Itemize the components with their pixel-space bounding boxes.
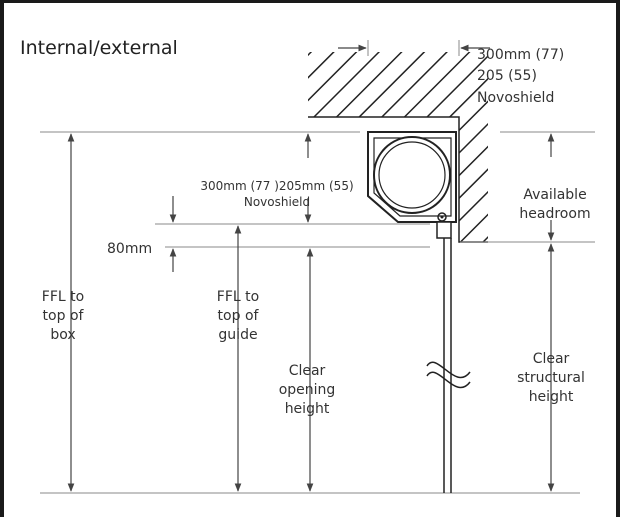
svg-text:opening: opening <box>279 382 336 398</box>
label-clear-opening: Clear opening height <box>279 363 336 417</box>
svg-text:Novoshield: Novoshield <box>477 90 554 106</box>
svg-text:top of: top of <box>218 308 260 324</box>
label-ffl-box: FFL to top of box <box>42 289 85 343</box>
svg-text:Clear: Clear <box>289 363 326 379</box>
roller-box <box>367 131 457 223</box>
svg-text:headroom: headroom <box>519 206 590 222</box>
svg-text:height: height <box>529 389 574 405</box>
label-top-right: 300mm (77) 205 (55) Novoshield <box>477 47 564 106</box>
svg-text:structural: structural <box>517 370 585 386</box>
dimension-arrows <box>67 44 555 492</box>
svg-text:box: box <box>50 327 75 343</box>
reference-lines <box>40 40 595 494</box>
label-box-size: 300mm (77 )205mm (55) Novoshield <box>200 179 353 209</box>
diagram-title: Internal/external <box>20 37 178 59</box>
svg-text:height: height <box>285 401 330 417</box>
svg-text:FFL to: FFL to <box>42 289 84 305</box>
svg-text:Clear: Clear <box>533 351 570 367</box>
svg-text:300mm (77): 300mm (77) <box>477 47 564 63</box>
svg-text:top of: top of <box>43 308 85 324</box>
label-gap: 80mm <box>107 241 152 257</box>
svg-text:Available: Available <box>523 187 586 203</box>
svg-text:Novoshield: Novoshield <box>244 195 310 209</box>
svg-text:FFL to: FFL to <box>217 289 259 305</box>
label-clear-structural: Clear structural height <box>517 351 585 405</box>
label-headroom: Available headroom <box>519 187 590 222</box>
label-ffl-guide: FFL to top of guide <box>217 289 260 343</box>
svg-text:300mm (77 )205mm (55): 300mm (77 )205mm (55) <box>200 179 353 193</box>
svg-text:205 (55): 205 (55) <box>477 68 537 84</box>
guide-rail <box>426 221 471 493</box>
svg-text:guide: guide <box>218 327 257 343</box>
